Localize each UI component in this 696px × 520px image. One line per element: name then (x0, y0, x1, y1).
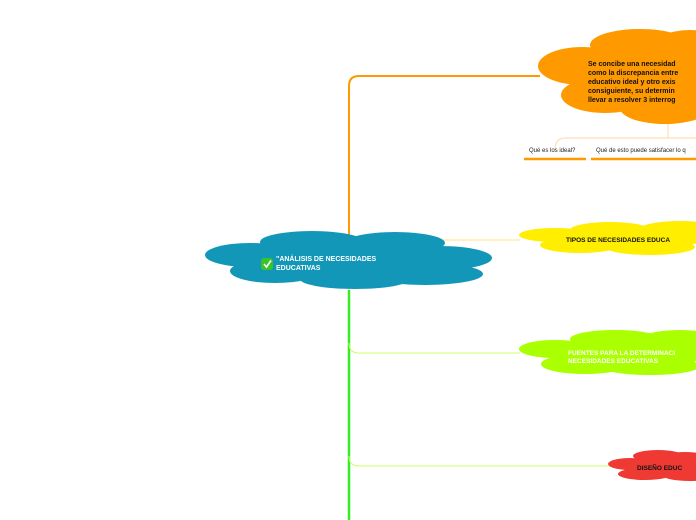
connector-definition (348, 75, 540, 248)
connector-questions (554, 124, 696, 151)
diseno-cloud[interactable] (608, 450, 696, 481)
central-topic-title[interactable]: "ANÁLISIS DE NECESIDADES EDUCATIVAS (276, 256, 377, 272)
check-icon (261, 258, 273, 270)
tipos-title[interactable]: TIPOS DE NECESIDADES EDUCA (566, 237, 671, 244)
diseno-title[interactable]: DISEÑO EDUC (637, 465, 683, 472)
fuentes-title[interactable]: FUENTES PARA LA DETERMINACI NECESIDADES … (568, 350, 676, 366)
definition-cloud[interactable] (538, 29, 696, 124)
connector-fuentes (348, 342, 520, 354)
definition-text[interactable]: Se concibe una necesidad como la discrep… (588, 61, 679, 105)
connector-diseno (348, 455, 610, 467)
fuentes-cloud[interactable] (519, 330, 696, 375)
question-2[interactable]: Qué de esto puede satisfacer lo q (596, 148, 686, 154)
question-1[interactable]: Qué es los ideal? (529, 148, 576, 154)
tipos-cloud[interactable] (519, 221, 696, 255)
